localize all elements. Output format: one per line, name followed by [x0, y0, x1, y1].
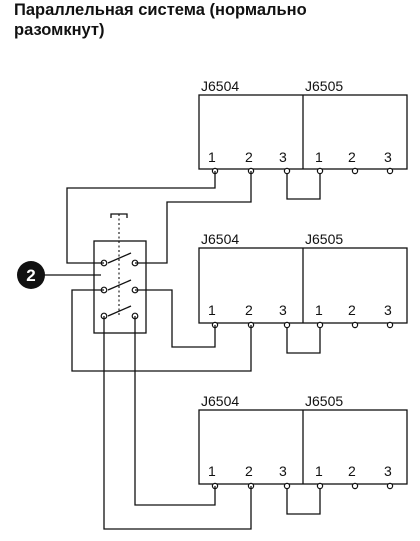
- module-3-label-j6504: J6504: [201, 393, 239, 409]
- module-1-terminal-6: [386, 167, 394, 175]
- wire-c2-left-to-m2-pin2: [71, 289, 252, 372]
- module-2-pin-3: 3: [279, 302, 287, 318]
- callout-number: 2: [26, 266, 35, 285]
- callout-2: 2: [17, 261, 101, 289]
- module-2-terminal-5: [351, 321, 359, 329]
- module-2-terminal-4: [316, 321, 324, 329]
- module-2-pin-4: 1: [315, 302, 323, 318]
- title-line-2: разомкнут): [14, 21, 105, 39]
- module-3-pin-2: 2: [245, 463, 253, 479]
- module-2-pin-5: 2: [348, 302, 356, 318]
- module-1-pin-6: 3: [384, 149, 392, 165]
- module-2-label-j6504: J6504: [201, 231, 239, 247]
- module-2-pin-6: 3: [384, 302, 392, 318]
- module-1-terminal-4: [316, 167, 324, 175]
- wire-c2-right-to-m2-pin1: [135, 289, 216, 348]
- switch-contact-1-blade: [107, 252, 132, 264]
- module-2-pin-2: 2: [245, 302, 253, 318]
- module-3-label-j6505: J6505: [305, 393, 343, 409]
- module-2-label-j6505: J6505: [305, 231, 343, 247]
- switch-contact-2-blade: [107, 279, 132, 291]
- module-3-jumper: [286, 486, 321, 515]
- module-2-pin-1: 1: [208, 302, 216, 318]
- module-3: J6504 J6505 1 2 3 1 2 3: [198, 393, 408, 515]
- module-1-pin-4: 1: [315, 149, 323, 165]
- wiring: [66, 171, 252, 530]
- module-1-label-j6505: J6505: [305, 78, 343, 94]
- wire-c1-right-to-m1-pin2: [135, 171, 252, 264]
- module-2-terminal-3: [283, 321, 291, 329]
- module-1-jumper: [286, 171, 321, 200]
- module-3-pin-5: 2: [348, 463, 356, 479]
- module-3-terminal-4: [316, 482, 324, 490]
- switch-assembly: [93, 213, 147, 334]
- module-1: J6504 J6505 1 2 3 1 2 3: [198, 78, 408, 200]
- module-3-terminal-6: [386, 482, 394, 490]
- module-1-pin-5: 2: [348, 149, 356, 165]
- switch-housing: [93, 240, 147, 334]
- module-1-pin-2: 2: [245, 149, 253, 165]
- module-1-pin-3: 3: [279, 149, 287, 165]
- diagram-title: Параллельная система (нормально разомкну…: [14, 0, 414, 40]
- module-1-terminal-5: [351, 167, 359, 175]
- module-2-jumper: [286, 325, 321, 354]
- title-line-1: Параллельная система (нормально: [14, 1, 307, 19]
- module-1-pin-1: 1: [208, 149, 216, 165]
- module-2-terminal-6: [386, 321, 394, 329]
- callout-circle: [17, 261, 45, 289]
- wire-c3-right-to-m3-pin1: [134, 316, 216, 506]
- module-3-pin-4: 1: [315, 463, 323, 479]
- module-3-pin-1: 1: [208, 463, 216, 479]
- switch-contact-3-blade: [107, 305, 132, 317]
- wire-c1-left-to-m1-pin1: [66, 171, 216, 264]
- module-3-pin-6: 3: [384, 463, 392, 479]
- module-2: J6504 J6505 1 2 3 1 2 3: [198, 231, 408, 354]
- module-1-terminal-3: [283, 167, 291, 175]
- module-1-label-j6504: J6504: [201, 78, 239, 94]
- module-3-pin-3: 3: [279, 463, 287, 479]
- module-3-terminal-5: [351, 482, 359, 490]
- wire-c3-left-to-m3-pin2: [103, 316, 252, 530]
- module-3-terminal-3: [283, 482, 291, 490]
